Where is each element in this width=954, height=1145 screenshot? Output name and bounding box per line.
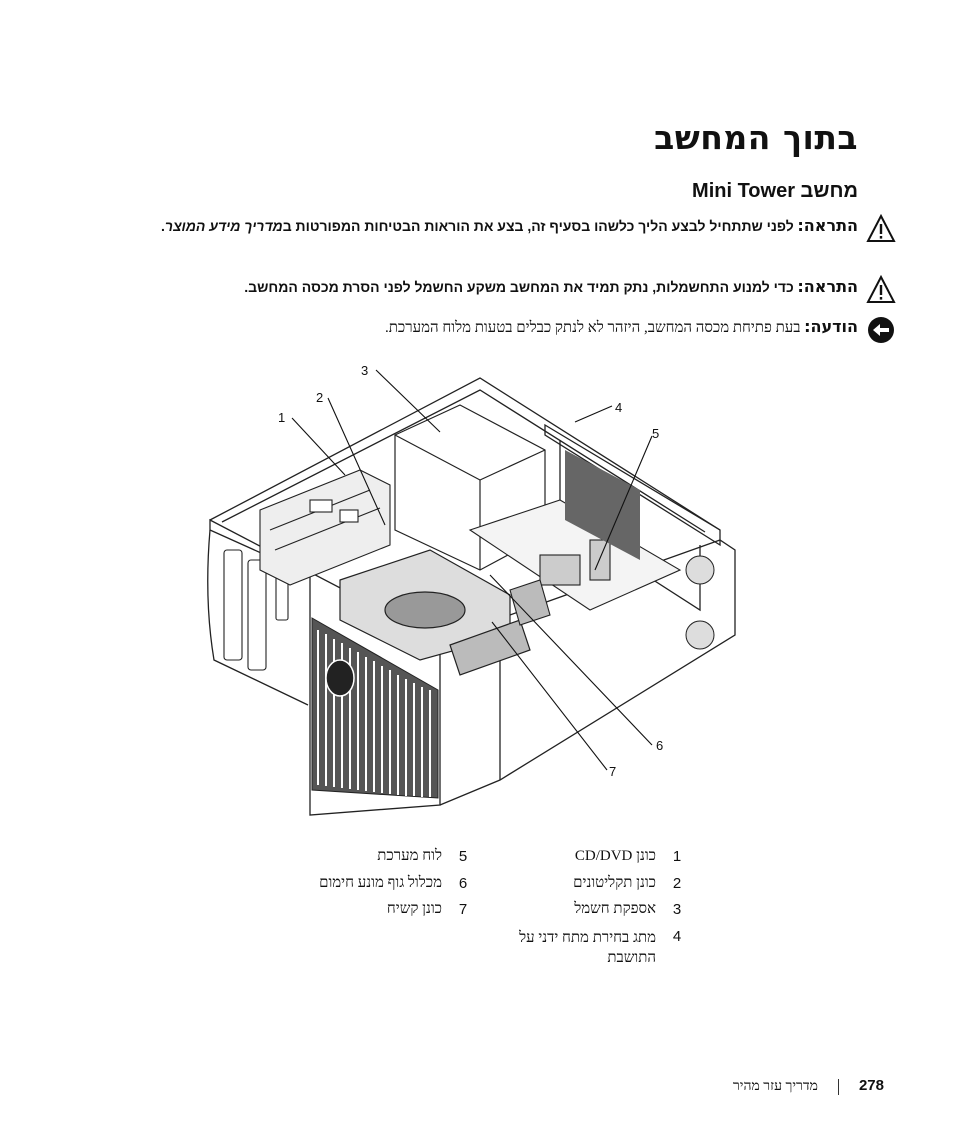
callout-5: 5 (652, 426, 659, 441)
callout-2: 2 (316, 390, 323, 405)
page-title: בתוך המחשב (654, 118, 858, 157)
notice-text: בעת פתיחת מכסה המחשב, היזהר לא לנתק כבלי… (385, 320, 801, 336)
warning-notice-1: התראה: לפני שתתחיל לבצע הליך כלשהו בסעיף… (118, 214, 896, 242)
callout-7: 7 (609, 764, 616, 779)
warning-label: התראה: (797, 216, 858, 235)
warning-text: כדי למנוע התחשמלות, נתק תמיד את המחשב מש… (244, 279, 794, 295)
warning-text: לפני שתתחיל לבצע הליך כלשהו בסעיף זה, בצ… (282, 218, 794, 234)
warning-triangle-icon (866, 214, 896, 242)
drive-bays (259, 469, 391, 586)
legend-column-left: 5 לוח מערכת 6 מכלול גוף מונע חימום 7 כונ… (319, 848, 468, 918)
notice-arrow-icon (868, 317, 894, 343)
notice-3: הודעה: בעת פתיחת מכסה המחשב, היזהר לא לנ… (118, 315, 894, 343)
notice-label: הודעה: (804, 317, 858, 336)
warning-triangle-icon (866, 275, 896, 303)
section-title: מחשב Mini Tower (692, 180, 858, 202)
side-vent (565, 450, 640, 560)
footer-separator (837, 1078, 839, 1095)
guide-name: מדריך עזר מהיר (732, 1079, 818, 1094)
warning-label: התראה: (797, 277, 858, 296)
warning-text-end: . (160, 218, 165, 234)
side-knockouts (685, 555, 715, 650)
system-board (468, 499, 682, 626)
front-bezel (223, 549, 289, 671)
computer-interior-diagram: 1 2 3 4 5 6 7 (207, 363, 736, 816)
front-grille (311, 617, 439, 799)
callout-3: 3 (361, 363, 368, 378)
legend-column-right: 1 כונן CD/DVD 2 כונן תקליטונים 3 אספקת ח… (519, 848, 682, 966)
heat-sink-shroud (339, 549, 531, 676)
callout-numbers: 1 2 3 4 5 6 7 (278, 363, 663, 779)
warning-notice-2: התראה: כדי למנוע התחשמלות, נתק תמיד את ה… (118, 275, 896, 303)
callout-6: 6 (656, 738, 663, 753)
callout-lines (291, 369, 653, 771)
callout-1: 1 (278, 410, 285, 425)
page-footer: 278 מדריך עזר מהיר (733, 1077, 884, 1095)
callout-4: 4 (615, 400, 622, 415)
page-number: 278 (858, 1077, 884, 1094)
warning-guide-ref: מדריך מידע המוצר (164, 218, 283, 234)
